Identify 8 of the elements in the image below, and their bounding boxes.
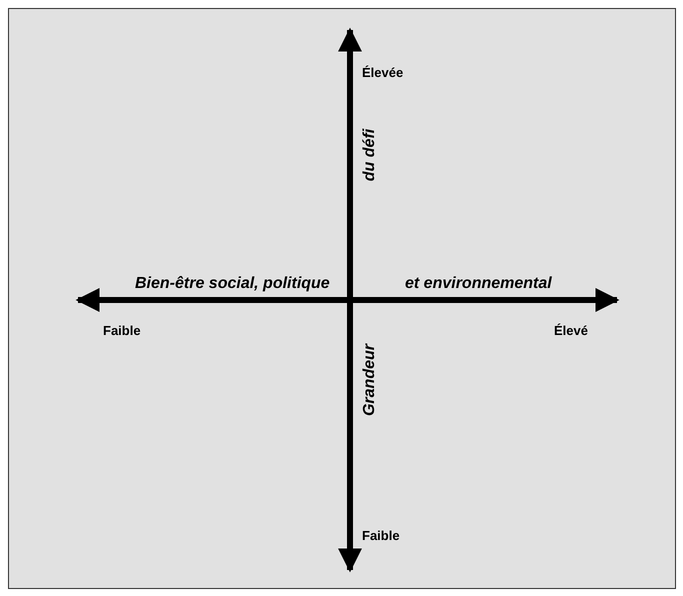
- axis-label: Faible: [362, 529, 400, 542]
- axis-label: Élevé: [554, 324, 588, 337]
- axis-label: Grandeur: [362, 344, 378, 416]
- axis-label: Bien-être social, politique: [135, 276, 330, 292]
- axis-label: Faible: [103, 324, 141, 337]
- axis-label: Élevée: [362, 66, 404, 79]
- axis-label: et environnemental: [405, 276, 552, 292]
- axis-label: du défi: [362, 128, 378, 182]
